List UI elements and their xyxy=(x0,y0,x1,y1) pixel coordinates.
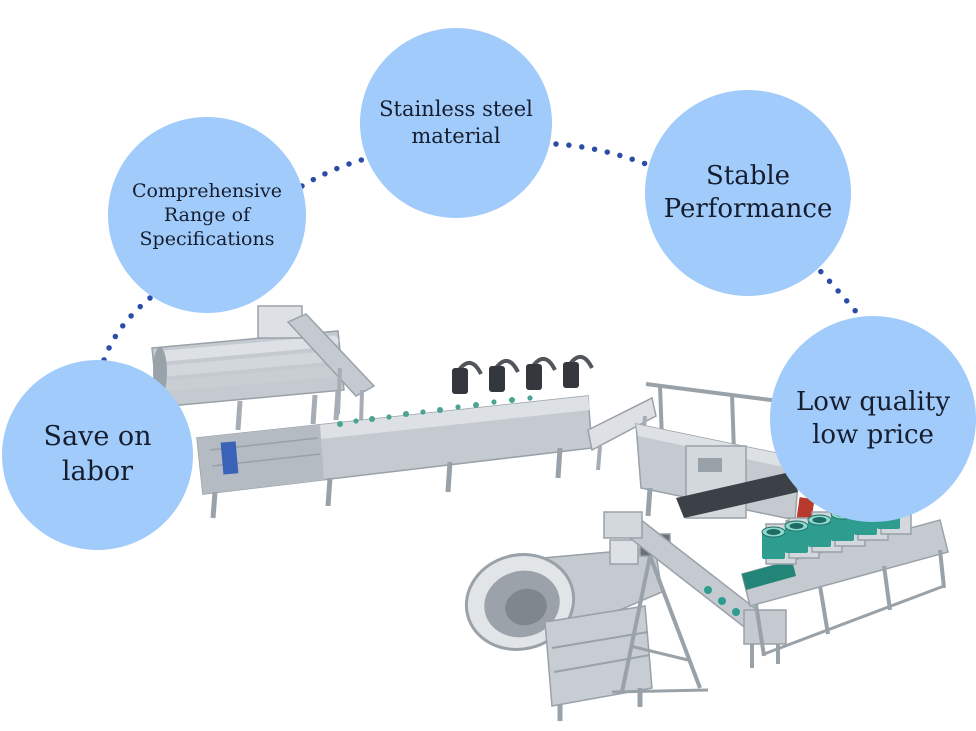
blanching-line-illustration xyxy=(196,355,594,519)
bubble-comprehensive-range: Comprehensive Range of Specifications xyxy=(108,117,306,313)
incline-conveyor-illustration xyxy=(603,511,787,694)
bubble-low-quality-low-price: Low quality low price xyxy=(770,316,976,522)
roller-washing-machine-illustration xyxy=(151,330,345,433)
bubble-save-on-labor-label: Save on labor xyxy=(43,421,152,487)
bubble-stable-performance: Stable Performance xyxy=(645,90,851,296)
dotted-connectors xyxy=(101,141,861,363)
inclined-elevator-illustration xyxy=(257,305,376,425)
connector-range-labor xyxy=(101,295,153,363)
connector-stable-price xyxy=(809,259,861,317)
product-on-belt xyxy=(337,395,533,427)
bubble-save-on-labor: Save on labor xyxy=(2,360,193,550)
bubble-low-quality-low-price-label: Low quality low price xyxy=(795,386,951,450)
seasoning-drum-illustration xyxy=(464,533,671,721)
bubble-stainless-steel-label: Stainless steel material xyxy=(379,97,533,148)
connector-stainless-stable xyxy=(553,141,649,167)
line-motors xyxy=(452,355,594,394)
bubble-stable-performance-label: Stable Performance xyxy=(663,160,833,224)
bubble-stainless-steel: Stainless steel material xyxy=(360,28,552,218)
connector-range-stainless xyxy=(299,155,371,189)
bubble-comprehensive-range-label: Comprehensive Range of Specifications xyxy=(131,179,282,251)
